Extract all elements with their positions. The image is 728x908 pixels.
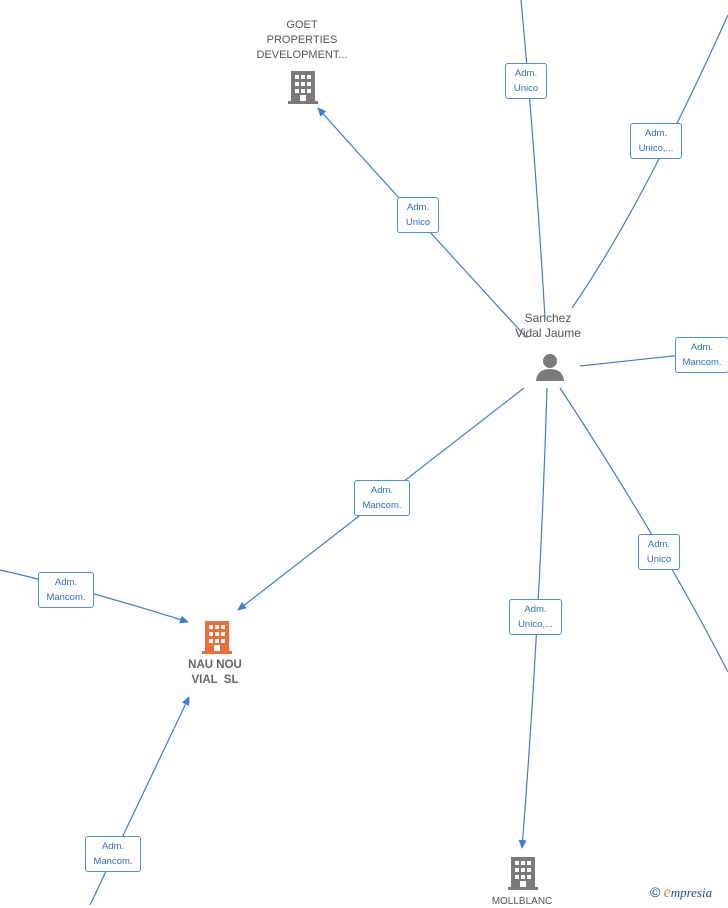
edge-label-line: Adm.: [690, 342, 714, 353]
edge-label-line: Adm.: [54, 577, 78, 588]
edge-label-line: Mancom.: [362, 500, 402, 511]
edge-label-line: Adm.: [647, 539, 671, 550]
edge-line-left: [0, 569, 189, 624]
edge-label-top[interactable]: Adm. Unico: [505, 63, 547, 99]
label-line: PROPERTIES: [266, 34, 338, 46]
edge-label-line: Mancom.: [46, 592, 86, 603]
edge-label-line: Adm.: [514, 68, 538, 79]
edge-label-line: Adm.: [370, 485, 394, 496]
edge-label-left[interactable]: Adm. Mancom.: [38, 572, 94, 608]
edge-label-line: Adm.: [406, 202, 430, 213]
person-icon[interactable]: [535, 352, 565, 382]
building-icon[interactable]: [288, 69, 318, 105]
label-line: VIAL SL: [191, 674, 239, 686]
edge-label-line: Adm.: [524, 604, 547, 615]
edge-label-line: Unico: [405, 217, 431, 228]
edge-label-line: Unico: [513, 83, 539, 94]
edge-label-moll[interactable]: Adm. Unico,...: [509, 599, 562, 635]
brand-initial: e: [663, 884, 671, 901]
edge-label-goet[interactable]: Adm. Unico: [397, 197, 439, 233]
empresia-brand[interactable]: © empresia: [650, 884, 712, 902]
label-line: GOET: [286, 19, 318, 31]
label-line: MOLLBLANC: [491, 896, 553, 907]
edge-line-lowright: [559, 387, 728, 673]
edge-label-line: Mancom.: [682, 357, 722, 368]
edge-line-topright: [571, 14, 728, 309]
edge-label-line: Adm.: [644, 128, 668, 139]
edge-label-lowright[interactable]: Adm. Unico: [638, 534, 680, 570]
label-line: NAU NOU: [188, 659, 242, 671]
building-icon[interactable]: [508, 855, 538, 891]
edge-line-bottom: [89, 696, 190, 905]
edge-label-line: Mancom.: [93, 856, 133, 867]
label-line: DEVELOPMENT...: [256, 49, 348, 61]
building-icon[interactable]: [202, 619, 232, 655]
edge-label-nau[interactable]: Adm. Mancom.: [354, 480, 410, 516]
company-label-mollblanc[interactable]: MOLLBLANC: [472, 896, 572, 908]
edge-line-top: [520, 0, 546, 319]
brand-name: mpresia: [670, 885, 713, 900]
edge-label-line: Unico: [646, 554, 672, 565]
edge-label-line: Unico,...: [638, 143, 674, 154]
edge-label-line: Unico,...: [518, 619, 553, 630]
company-label-nau-nou[interactable]: NAU NOU VIAL SL: [160, 658, 270, 688]
label-line: Sanchez: [524, 311, 572, 325]
edge-label-topright[interactable]: Adm. Unico,...: [630, 123, 682, 159]
person-label[interactable]: Sanchez Vidal Jaume: [498, 311, 598, 341]
label-line: Vidal Jaume: [515, 326, 581, 340]
edge-label-bottom[interactable]: Adm. Mancom.: [85, 836, 141, 872]
copyright-symbol: ©: [650, 884, 661, 900]
edge-label-right[interactable]: Adm. Mancom.: [675, 337, 728, 373]
company-label-goet[interactable]: GOET PROPERTIES DEVELOPMENT...: [240, 18, 364, 63]
edge-label-line: Adm.: [101, 841, 125, 852]
